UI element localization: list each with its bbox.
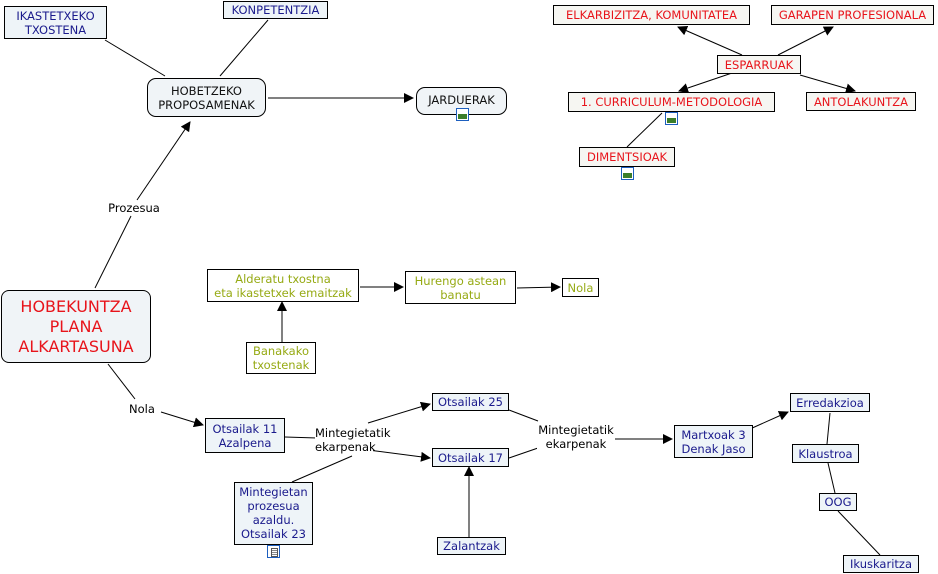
arrow-martxoak-erredakzioa bbox=[749, 411, 789, 430]
label-mintegietatik-ekarpenak-2: Mintegietatik ekarpenak bbox=[537, 423, 615, 451]
node-hobekuntza-plana-alkartasuna[interactable]: HOBEKUNTZA PLANA ALKARTASUNA bbox=[1, 290, 151, 363]
node-garapen-profesionala[interactable]: GARAPEN PROFESIONALA bbox=[771, 5, 934, 25]
node-otsailak-17[interactable]: Otsailak 17 bbox=[432, 448, 509, 467]
link-oog-ikuskaritza bbox=[837, 510, 881, 556]
link-otsailak11-mintegietatik1 bbox=[284, 436, 318, 439]
link-ikastetxeko-hobetzeko bbox=[104, 39, 166, 77]
node-ikuskaritza[interactable]: Ikuskaritza bbox=[843, 555, 919, 573]
arrow-mintegietatik1-otsailak25 bbox=[367, 401, 431, 424]
node-erredakzioa[interactable]: Erredakzioa bbox=[790, 393, 870, 412]
node-alderatu-txostna[interactable]: Alderatu txostna eta ikastetxek emaitzak bbox=[207, 269, 359, 302]
node-ikastetxeko-txostena[interactable]: IKASTETXEKO TXOSTENA bbox=[4, 6, 107, 39]
image-icon[interactable] bbox=[621, 167, 634, 180]
node-martxoak-3-denak-jaso[interactable]: Martxoak 3 Denak Jaso bbox=[674, 425, 753, 458]
label-mintegietatik-ekarpenak-1: Mintegietatik ekarpenak bbox=[315, 426, 391, 454]
node-banakako-txostenak[interactable]: Banakako txostenak bbox=[246, 342, 316, 374]
link-otsailak25-mintegietatik2 bbox=[508, 409, 539, 422]
node-mintegietan-prozesua[interactable]: Mintegietan prozesua azaldu. Otsailak 23 bbox=[234, 482, 313, 545]
node-antolakuntza[interactable]: ANTOLAKUNTZA bbox=[806, 92, 916, 111]
link-curriculum-dimentsioak bbox=[626, 112, 663, 148]
node-otsailak-25[interactable]: Otsailak 25 bbox=[432, 393, 509, 411]
node-hobetzeko-proposamenak[interactable]: HOBETZEKO PROPOSAMENAK bbox=[147, 78, 266, 117]
node-nola-olive[interactable]: Nola bbox=[562, 278, 599, 297]
node-klaustroa[interactable]: Klaustroa bbox=[792, 444, 859, 463]
label-nola: Nola bbox=[124, 402, 160, 416]
link-mintegietan-mintegietatik1 bbox=[291, 455, 353, 483]
node-otsailak-11-azalpena[interactable]: Otsailak 11 Azalpena bbox=[205, 418, 285, 453]
arrow-esparruak-curriculum bbox=[678, 71, 736, 93]
node-hurengo-astean-banatu[interactable]: Hurengo astean banatu bbox=[405, 271, 516, 304]
node-elkarbizitza-komunitatea[interactable]: ELKARBIZITZA, KOMUNITATEA bbox=[553, 5, 750, 25]
link-konpetentzia-hobetzeko bbox=[219, 19, 269, 77]
node-curriculum-metodologia[interactable]: 1. CURRICULUM-METODOLOGIA bbox=[568, 92, 775, 112]
node-dimentsioak[interactable]: DIMENTSIOAK bbox=[579, 147, 675, 167]
image-icon[interactable] bbox=[456, 108, 469, 121]
arrow-esparruak-antolakuntza bbox=[799, 74, 856, 94]
arrow-esparruak-elkarbizitza bbox=[677, 26, 743, 56]
node-esparruak[interactable]: ESPARRUAK bbox=[717, 55, 801, 74]
document-icon[interactable] bbox=[267, 545, 280, 558]
link-erredakzioa-klaustroa bbox=[826, 412, 831, 445]
link-otsailak17-mintegietatik2 bbox=[508, 447, 539, 459]
image-icon[interactable] bbox=[665, 112, 678, 125]
node-zalantzak[interactable]: Zalantzak bbox=[437, 537, 506, 555]
link-main-prozesua bbox=[94, 215, 132, 289]
arrow-hurengo-nola bbox=[516, 282, 561, 293]
arrow-nola-otsailak11 bbox=[160, 411, 204, 428]
arrow-prozesua-hobetzeko bbox=[136, 121, 191, 201]
arrow-mintegietatik1-otsailak17 bbox=[367, 449, 431, 462]
arrow-esparruak-garapen bbox=[777, 26, 834, 56]
link-klaustroa-oog bbox=[827, 462, 836, 494]
node-oog[interactable]: OOG bbox=[819, 493, 857, 511]
node-konpetentzia[interactable]: KONPETENTZIA bbox=[223, 1, 328, 19]
link-main-nola bbox=[107, 363, 136, 400]
label-prozesua: Prozesua bbox=[104, 201, 164, 215]
